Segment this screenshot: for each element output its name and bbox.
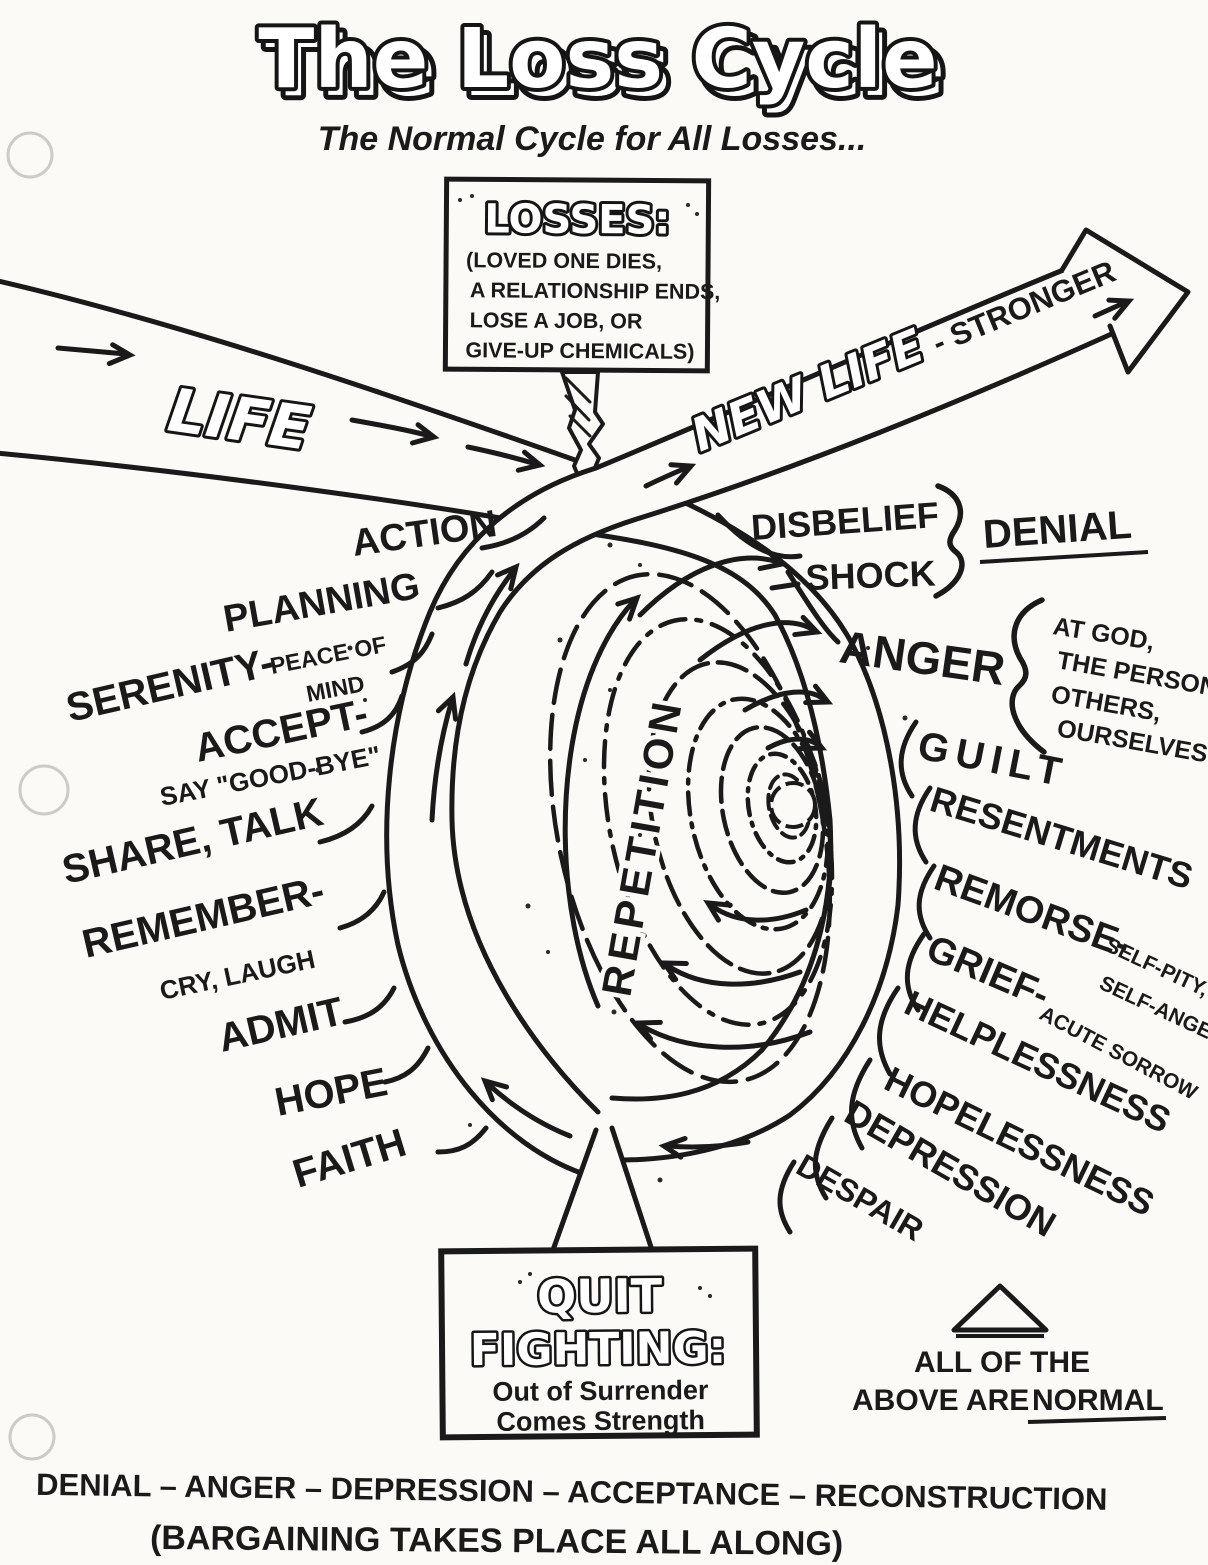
left-stage-ticks — [317, 515, 547, 1155]
losses-box: LOSSES: (LOVED ONE DIES, A RELATIONSHIP … — [442, 176, 721, 374]
normal-note: ALL OF THE ABOVE ARE NORMAL — [852, 1283, 1167, 1424]
ink-speckles — [315, 194, 908, 1298]
anger-brace — [1009, 597, 1047, 755]
quit-fighting-box: QUIT FIGHTING: Out of Surrender Comes St… — [438, 1245, 760, 1441]
quit-line-1: Out of Surrender — [492, 1375, 709, 1407]
losses-heading: LOSSES: — [484, 196, 670, 243]
normal-note-line2-emph: NORMAL — [1032, 1384, 1164, 1417]
losses-line-2: A RELATIONSHIP ENDS, — [470, 278, 721, 304]
footer-line-2: (BARGAINING TAKES PLACE ALL ALONG) — [150, 1519, 844, 1563]
quit-heading-2: FIGHTING: — [470, 1323, 727, 1376]
quit-line-2: Comes Strength — [496, 1405, 705, 1437]
repetition-spiral — [547, 548, 873, 1085]
stage-denial: DENIAL — [982, 503, 1134, 557]
life-band-arrows — [55, 345, 542, 475]
normal-note-line1: ALL OF THE — [914, 1346, 1090, 1379]
losses-line-4: GIVE-UP CHEMICALS) — [465, 338, 694, 364]
right-stage-ticks — [715, 512, 937, 1235]
subtitle: The Normal Cycle for All Losses... — [318, 120, 867, 158]
stage-shock: SHOCK — [805, 552, 936, 598]
quit-heading-1: QUIT — [537, 1268, 663, 1323]
denial-brace — [933, 483, 965, 599]
losses-line-3: LOSE A JOB, OR — [470, 308, 643, 333]
denial-underline — [979, 550, 1149, 564]
title-group: The Loss Cycle The Loss Cycle The Normal… — [254, 8, 949, 158]
normal-note-line2-prefix: ABOVE ARE — [852, 1384, 1029, 1417]
triangle-icon — [951, 1283, 1049, 1333]
hole-punches — [6, 131, 70, 1461]
quit-fighting-callout — [550, 1125, 655, 1253]
new-life-band-arrows — [429, 293, 1133, 1158]
page-title: The Loss Cycle — [258, 12, 937, 107]
losses-line-1: (LOVED ONE DIES, — [466, 248, 662, 273]
normal-underline — [1027, 1416, 1167, 1424]
title-shadow: The Loss Cycle — [265, 20, 944, 115]
